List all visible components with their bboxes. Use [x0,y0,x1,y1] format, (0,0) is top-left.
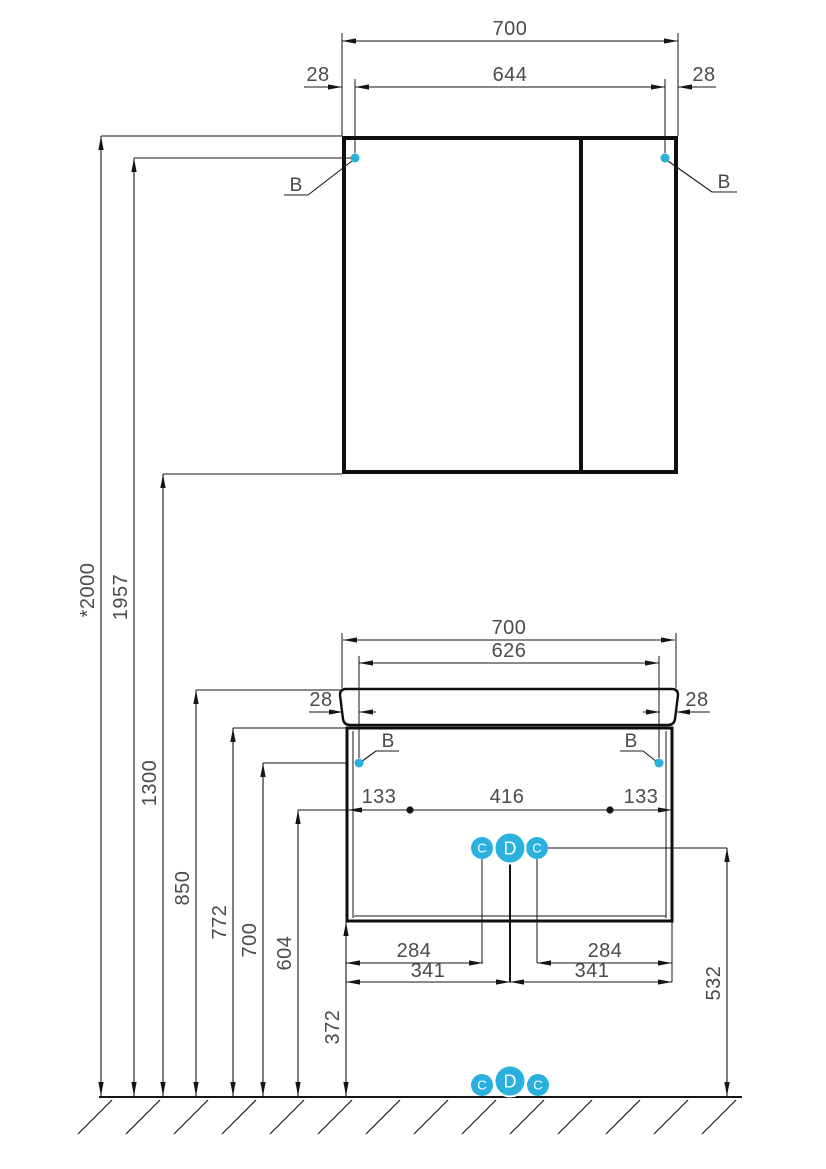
height-attach-lines [101,135,355,811]
dim-vanity-mount-span: 626 [359,640,659,666]
connection-label-c-lower-left: C [477,1078,486,1093]
dim-mirror-mount-span: 644 28 28 [304,64,716,90]
ground [77,1096,742,1135]
mount-point-b-mirror-right [660,153,670,163]
mount-point-b-vanity-right [654,758,664,768]
mirror-cabinet [342,136,678,474]
dim-label-mirror-margin-right: 28 [692,64,715,86]
dim-label-mirror-mount-height: 1957 [110,574,132,621]
dim-label-284-left: 284 [397,940,432,962]
connection-c-upper-left [471,837,493,859]
dim-label-vanity-bottom-height: 372 [322,1010,344,1045]
slide-screw-marker-right [606,806,614,814]
mount-label-b-vanity-left: B [382,731,395,752]
dim-bottom-offsets: 284 284 341 341 [346,921,673,985]
washbasin [338,687,680,727]
connection-group-upper: C D C [471,831,727,982]
vanity-mount-points: B B [354,731,664,768]
mount-point-b-vanity-left [354,758,364,768]
dim-mirror-width: 700 [342,18,678,44]
dim-label-284-right: 284 [588,940,623,962]
connection-c-lower-left [471,1074,493,1096]
connection-d-lower [493,1064,527,1098]
connection-d-upper [493,831,527,865]
dim-label-outlet-height: 532 [703,966,725,1001]
height-dimension-lines [98,136,349,1096]
connection-label-d-upper: D [504,839,517,859]
connection-c-lower-right [527,1074,549,1096]
dim-label-slide-offset-right: 133 [624,786,659,808]
dim-label-vanity-width: 700 [492,617,527,639]
dim-label-slide-span: 416 [490,786,525,808]
dim-label-mirror-width: 700 [493,18,528,40]
height-dimension-labels: *2000 1957 1300 850 772 700 604 372 [77,563,344,1045]
mirror-mount-points: B B [284,153,737,196]
mirror-cabinet-outline [342,136,678,474]
mount-label-b-vanity-right: B [625,731,638,752]
dim-label-341-right: 341 [575,960,610,982]
dim-label-vanity-top-height: 772 [209,905,231,940]
mirror-dimension-extensions [341,33,679,153]
dim-vanity-width: 700 [343,617,675,643]
dim-label-vanity-margin-right: 28 [685,689,708,711]
connection-group-lower: C D C [471,1064,549,1098]
slide-screw-marker-left [406,806,414,814]
ground-hatching [77,1099,737,1135]
mount-label-b-mirror-left: B [290,175,303,196]
washbasin-outline [338,687,680,727]
dim-label-slide-level-height: 604 [274,936,296,971]
connection-label-c-upper-left: C [477,841,486,856]
dim-label-mirror-margin-left: 28 [306,64,329,86]
dim-label-basin-rim-height: 850 [172,871,194,906]
dim-label-vanity-margin-left: 28 [309,689,332,711]
dim-label-vanity-mount-span: 626 [492,640,527,662]
dim-label-mirror-bottom-height: 1300 [139,760,161,807]
connection-label-c-upper-right: C [532,841,541,856]
dim-outlet-height: 532 [703,848,730,1096]
dim-vanity-margins: 28 28 [309,689,710,715]
dim-slide-positions: 133 416 133 [348,786,672,814]
dim-label-slide-offset-left: 133 [362,786,397,808]
mount-label-b-mirror-right: B [718,172,731,193]
connection-c-upper-right [526,837,548,859]
dim-label-vanity-mount-height: 700 [239,923,261,958]
connection-label-c-lower-right: C [533,1078,542,1093]
mount-point-b-mirror-left [350,153,360,163]
connection-label-d-lower: D [504,1072,517,1092]
dim-label-mirror-mount-span: 644 [493,64,528,86]
dim-label-total-height: *2000 [77,563,99,618]
vanity-dimension-extensions [341,633,677,758]
dim-label-341-left: 341 [411,960,446,982]
